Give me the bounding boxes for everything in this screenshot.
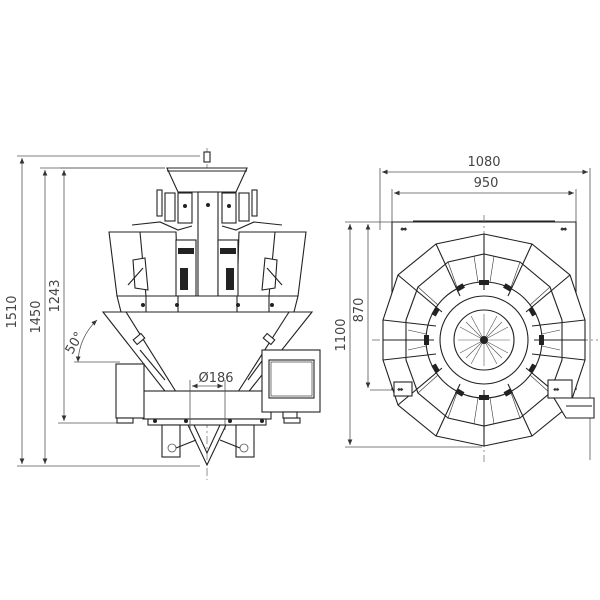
top-view: 1080 950 1100 870 ⬌ ⬌ (334, 155, 598, 462)
front-view: 1510 1450 1243 50° (5, 148, 321, 480)
dimension-label-frame-depth: 870 (352, 298, 367, 323)
dimension-label-discharge-diameter: Ø186 (198, 371, 233, 386)
touch-screen (268, 359, 315, 399)
dimension-label-discharge-height: 1243 (48, 279, 63, 312)
angle-arc (75, 319, 98, 363)
panel-mount-plan (553, 397, 595, 419)
weigh-hoppers (116, 295, 299, 313)
adjust-arrow-icon: ⬌ (560, 225, 568, 235)
adjust-arrow-icon: ⬌ (400, 225, 408, 235)
central-column (197, 191, 219, 308)
top-cone (166, 167, 248, 193)
top-cone-plan (439, 295, 529, 385)
dimension-label-overall-height: 1510 (5, 295, 20, 328)
control-box-plan (547, 379, 573, 399)
control-panel (261, 349, 321, 419)
dimension-label-frame-width: 950 (474, 176, 499, 191)
timing-hopper (161, 424, 255, 467)
adjust-arrow-icon: ⬌ (397, 385, 404, 394)
collecting-chute (101, 311, 314, 396)
linear-feeders (156, 189, 258, 224)
dimension-label-overall-width: 1080 (467, 155, 500, 170)
dimension-label-chute-angle: 50° (63, 330, 88, 357)
drive-motors (127, 239, 283, 297)
machine-frame (115, 363, 301, 426)
dimension-label-height-to-hopper: 1450 (29, 300, 44, 333)
dimension-label-overall-depth: 1100 (334, 318, 349, 351)
adjust-arrow-icon: ⬌ (553, 385, 560, 394)
